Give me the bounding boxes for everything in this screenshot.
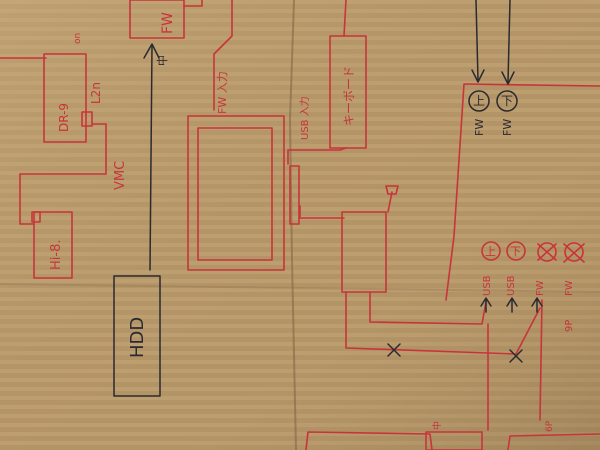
panel-seam-vertical [288,0,297,450]
label-fw-port-2-mark: 下 [501,94,513,108]
bottom-right-box [507,433,600,450]
usb-up-circle [481,241,501,261]
label-sixp: 6P [545,420,555,432]
wire-computer-usb [369,291,487,325]
bottom-left-box [305,431,433,450]
device-hi8-port [31,211,41,223]
wire-computer-fw [345,291,541,355]
label-fw-in-left: FW 入力 [216,71,229,114]
label-mid-small: 中 [431,421,443,430]
usb-down-circle [506,241,526,261]
wire-fw-up-in [475,0,479,81]
device-fw-top-box [129,0,185,39]
power-plug [385,185,399,195]
arrow-usb-b [506,297,518,313]
wire-hub-computer [299,205,345,219]
wire-panel-ninep [539,299,543,421]
cross-wire-1 [387,343,401,357]
keyboard-box [329,35,367,149]
wire-fw-top-right [183,0,203,7]
label-ninep: 9P [564,320,575,332]
fw-down-circle [496,90,518,112]
wire-keyboard-usb [287,147,347,165]
arrow-fw-a [531,297,543,313]
arrowhead-hdd [143,43,160,59]
computer-box [341,211,387,293]
wire-power [387,191,393,213]
arrowhead-fw-down [501,71,515,85]
fw-a-circle [537,242,557,262]
wire-fw-down-in [507,0,511,83]
label-keyboard: キーボード [342,66,356,126]
label-l2n: L2n [89,82,103,104]
usb-hub-port [289,165,300,225]
label-fw-port-1: FW [473,119,486,136]
cross-wire-2 [509,349,523,363]
label-fw-top: FW [160,12,176,34]
label-hi8: Hi-8. [49,240,64,270]
label-dr9: DR-9 [57,103,71,132]
label-fw-mid: 中 [156,55,169,66]
label-fw-a: FW [535,280,546,296]
arrowhead-fw-up [471,69,485,83]
label-fw-port-1-mark: 上 [473,94,485,108]
label-circle-down: 下 [510,245,521,258]
right-panel-outline [445,83,600,301]
label-circle-up: 上 [485,245,496,258]
label-fw-b: FW [564,280,575,296]
label-usb-in: USB 入力 [298,96,311,140]
label-vmc: VMC [113,161,128,190]
wire-hdd-to-fw [149,45,153,271]
label-usb-b: USB [506,275,517,296]
panel-seam-horizontal [0,283,600,293]
label-hdd: HDD [127,317,148,358]
wire-keyboard-top [343,0,347,37]
label-fw-port-2: FW [501,119,514,136]
arrow-usb-a [480,297,492,313]
fw-up-circle [468,90,490,112]
fw-b-cross [563,243,585,263]
fw-a-cross [537,243,557,261]
label-usb-a: USB [482,275,493,296]
wire-fw-input [213,0,233,111]
device-dr9-port [81,111,93,127]
label-on: on [73,33,83,44]
monitor-inner [197,127,273,261]
bottom-mid-box [425,431,483,450]
monitor-outer [187,115,285,271]
wire-dr9-vmc [19,123,107,225]
device-hi8-box [33,211,73,279]
hdd-box [113,275,161,397]
fw-b-circle [564,242,584,262]
device-dr9-box [43,53,87,143]
